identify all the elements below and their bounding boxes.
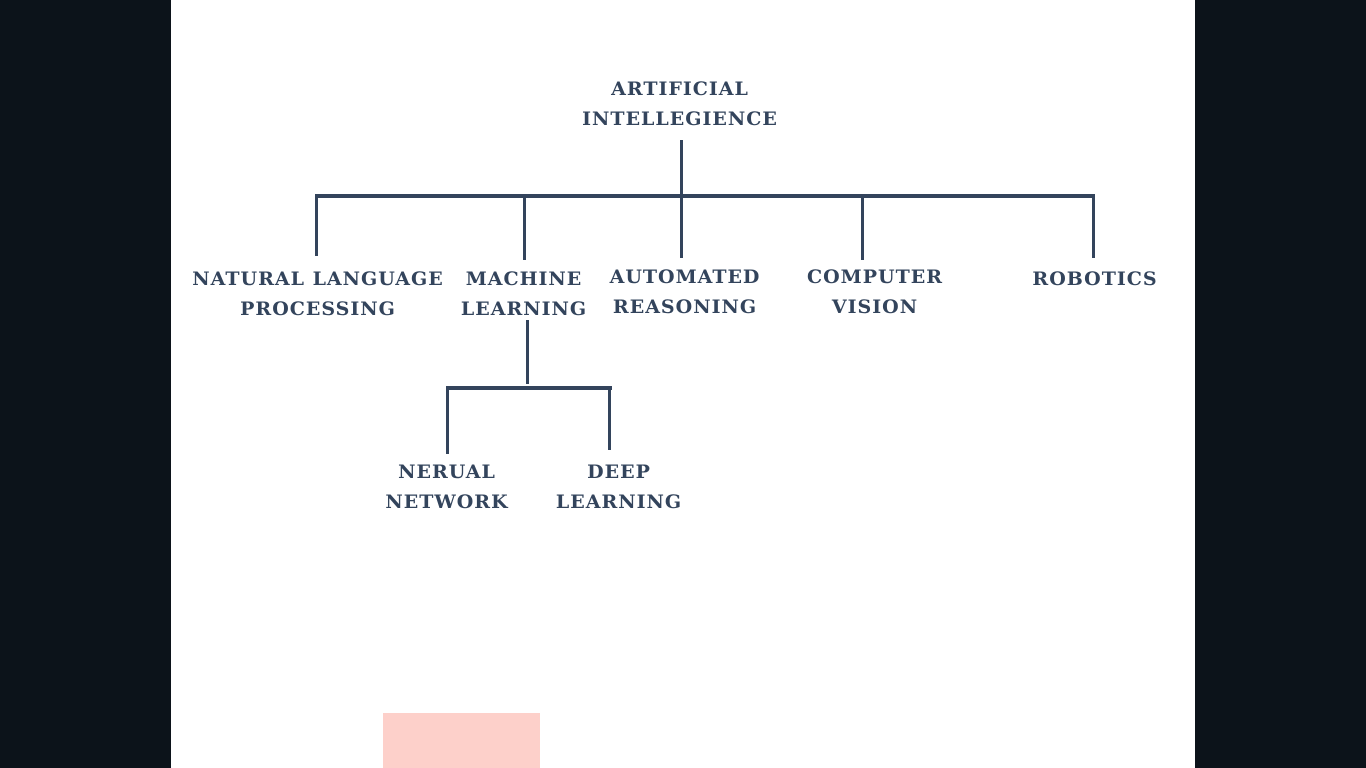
connector-robotics — [1092, 194, 1095, 258]
node-label-line2: NETWORK — [385, 491, 509, 513]
node-machine-learning: MACHINE LEARNING — [461, 264, 587, 324]
highlight-block — [383, 713, 540, 768]
connector-bar-level2 — [447, 386, 612, 390]
node-automated-reasoning: AUTOMATED REASONING — [610, 262, 761, 322]
node-label-line2: LEARNING — [555, 491, 683, 513]
node-label-line1: NERUAL — [398, 461, 496, 483]
node-natural-language-processing: NATURAL LANGUAGE PROCESSING — [192, 264, 443, 324]
node-label-line1: ROBOTICS — [1032, 268, 1158, 290]
node-label-line1: ARTIFICIAL — [611, 78, 749, 100]
connector-root — [680, 140, 683, 196]
node-computer-vision: COMPUTER VISION — [807, 262, 943, 322]
connector-deep-learning — [608, 386, 611, 450]
connector-cv — [861, 194, 864, 260]
diagram-page — [171, 0, 1195, 768]
node-label-line1: AUTOMATED — [609, 266, 761, 288]
connector-ar — [680, 194, 683, 258]
node-deep-learning: DEEP LEARNING — [556, 457, 682, 517]
node-artificial-intelligence: ARTIFICIAL INTELLEGIENCE — [582, 74, 778, 134]
node-label-line1: DEEP — [587, 461, 651, 483]
node-label-line2: REASONING — [612, 296, 758, 318]
node-label-line2: LEARNING — [460, 298, 588, 320]
connector-neural-network — [446, 386, 449, 454]
connector-nlp — [315, 194, 318, 256]
connector-bar-level1 — [315, 194, 1095, 198]
node-label-line2: VISION — [831, 296, 919, 318]
node-label-line1: COMPUTER — [807, 266, 943, 288]
connector-ml — [523, 194, 526, 260]
node-neural-network: NERUAL NETWORK — [385, 457, 508, 517]
node-label-line1: MACHINE — [465, 268, 583, 290]
node-label-line2: INTELLEGIENCE — [582, 108, 778, 130]
connector-ml-down — [526, 320, 529, 384]
node-robotics: ROBOTICS — [1032, 264, 1157, 294]
node-label-line2: PROCESSING — [240, 298, 396, 320]
node-label-line1: NATURAL LANGUAGE — [192, 268, 444, 290]
